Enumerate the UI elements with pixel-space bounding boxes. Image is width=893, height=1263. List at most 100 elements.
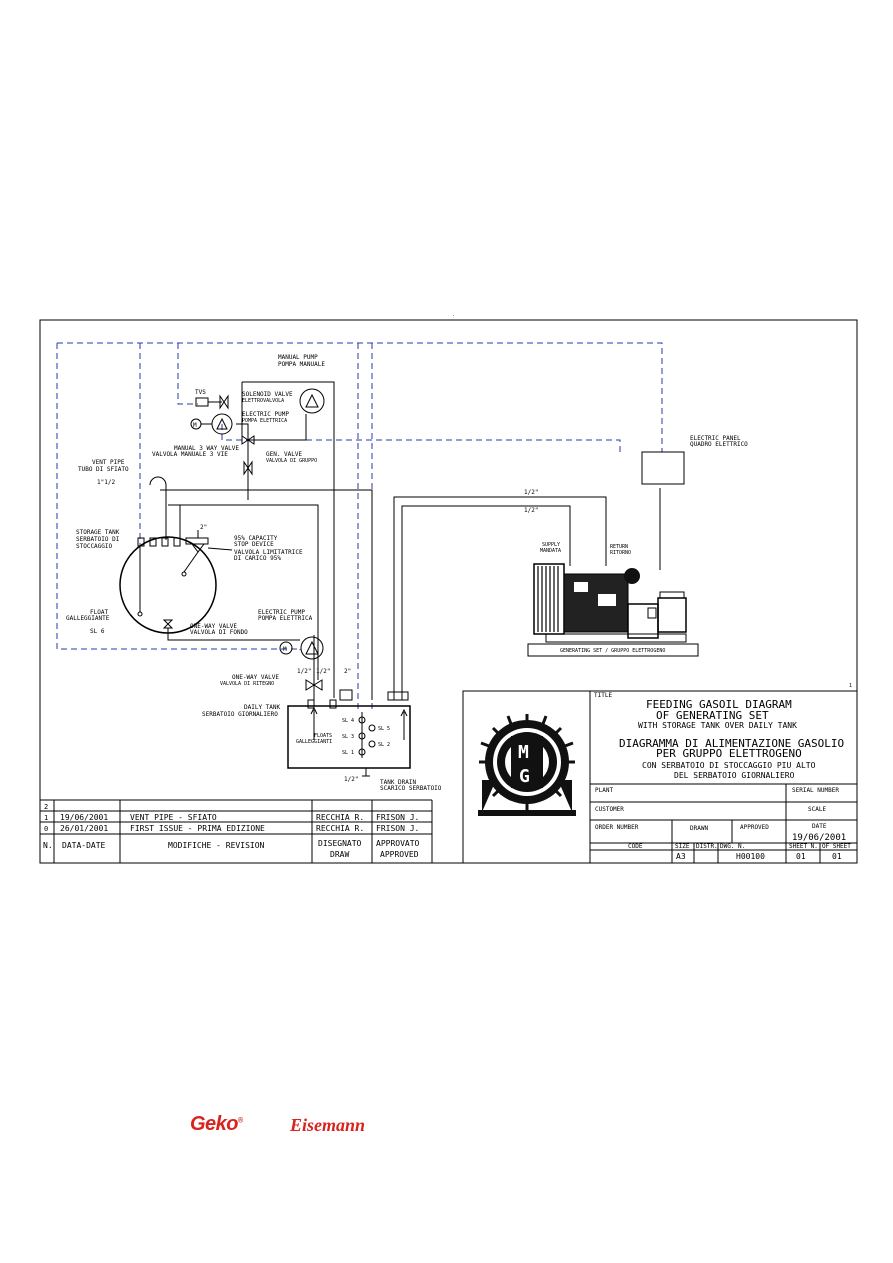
svg-text:VALVOLA DI RITEGNO: VALVOLA DI RITEGNO (220, 681, 274, 687)
vent-pipe-label: TUBO DI SFIATO (78, 466, 129, 473)
generating-set: SUPPLY MANDATA RETURN RITORNO GENERATING… (527, 542, 852, 689)
svg-text:MANUAL PUMP: MANUAL PUMP (278, 354, 318, 361)
svg-text:SL 1: SL 1 (342, 750, 354, 756)
svg-text:GALLEGGIANTE: GALLEGGIANTE (66, 615, 110, 622)
svg-text:MANUAL 3 WAY VALVE: MANUAL 3 WAY VALVE (174, 445, 239, 452)
revision-header: MODIFICHE - REVISION (168, 841, 265, 850)
svg-text:VALVOLA DI GRUPPO: VALVOLA DI GRUPPO (266, 458, 317, 464)
svg-text:SCALE: SCALE (808, 806, 826, 813)
svg-text:RETURN: RETURN (610, 544, 628, 550)
svg-text:ONE-WAY VALVE: ONE-WAY VALVE (232, 674, 279, 681)
drawing-number: H00100 (736, 852, 765, 861)
svg-text:SIZE: SIZE (675, 843, 690, 850)
storage-tank: STORAGE TANK SERBATOIO DI STOCCAGGIO 2" … (66, 524, 303, 636)
svg-text:GALLEGGIANTI: GALLEGGIANTI (296, 739, 332, 745)
revision-header: N. (43, 841, 53, 850)
three-way-valve: MANUAL 3 WAY VALVE VALVOLA MANUALE 3 VIE (152, 435, 255, 458)
revision-row: 1 19/06/2001 VENT PIPE - SFIATO RECCHIA … (44, 813, 419, 822)
svg-text:2": 2" (344, 668, 351, 675)
svg-text:STORAGE TANK: STORAGE TANK (76, 529, 120, 536)
svg-text:FIRST ISSUE - PRIMA EDIZIONE: FIRST ISSUE - PRIMA EDIZIONE (130, 824, 265, 833)
svg-text:FLOAT: FLOAT (90, 609, 108, 616)
drawing-date: 19/06/2001 (792, 833, 846, 843)
title-it: DIAGRAMMA DI ALIMENTAZIONE GASOLIO (619, 737, 844, 750)
svg-text:DWG. N.: DWG. N. (720, 843, 745, 850)
svg-text:SUPPLY: SUPPLY (542, 542, 560, 548)
title-block: TITLE FEEDING GASOIL DIAGRAM OF GENERATI… (462, 690, 858, 864)
svg-text:01: 01 (832, 852, 842, 861)
svg-text:ELECTRIC PANEL: ELECTRIC PANEL (690, 435, 741, 442)
svg-text:RITORNO: RITORNO (610, 550, 631, 556)
gen-valve: GEN. VALVE VALVOLA DI GRUPPO (243, 451, 317, 476)
svg-text:SL 6: SL 6 (90, 628, 105, 635)
electric-pump-bottom: M ELECTRIC PUMP POMPA ELETTRICA (258, 609, 324, 660)
svg-text:1/2": 1/2" (344, 776, 358, 783)
revision-header: DRAW (330, 850, 349, 859)
svg-text:QUADRO ELETTRICO: QUADRO ELETTRICO (690, 441, 748, 448)
svg-text:1: 1 (44, 814, 48, 822)
svg-text:PLANT: PLANT (595, 787, 613, 794)
electric-pump-top: M ELECTRIC PUMP POMPA ELETTRICA (190, 411, 289, 435)
title-it: PER GRUPPO ELETTROGENO (656, 747, 802, 760)
revision-table: 2 1 19/06/2001 VENT PIPE - SFIATO RECCHI… (40, 799, 433, 864)
svg-text:0: 0 (44, 825, 48, 833)
svg-text:95% CAPACITY: 95% CAPACITY (234, 535, 278, 542)
svg-text:SERBATOIO DI: SERBATOIO DI (76, 536, 120, 543)
revision-header: DISEGNATO (318, 839, 362, 848)
solenoid-valve: TVS SOLENOID VALVE ELETTROVALVOLA (195, 389, 293, 410)
svg-text:POMPA ELETTRICA: POMPA ELETTRICA (258, 615, 313, 622)
svg-text:RECCHIA R.: RECCHIA R. (316, 813, 364, 822)
svg-text:DISTR.: DISTR. (696, 843, 718, 850)
pipe-size-label: 1/2" (524, 489, 538, 496)
eisemann-logo: Eisemann (290, 1115, 366, 1135)
svg-text:SERIAL NUMBER: SERIAL NUMBER (792, 787, 839, 794)
svg-text:POMPA ELETTRICA: POMPA ELETTRICA (242, 418, 287, 424)
svg-text:VENT PIPE - SFIATO: VENT PIPE - SFIATO (130, 813, 217, 822)
svg-text:DRAWN: DRAWN (690, 825, 708, 832)
svg-text:DAILY TANK: DAILY TANK (244, 704, 281, 711)
revision-row: 2 (44, 803, 48, 811)
svg-text:19/06/2001: 19/06/2001 (60, 813, 108, 822)
svg-text:STOP DEVICE: STOP DEVICE (234, 541, 274, 548)
electrical-wiring (56, 342, 670, 712)
company-logo: M G (478, 714, 576, 816)
svg-text:FLOATS: FLOATS (314, 733, 332, 739)
svg-text:CUSTOMER: CUSTOMER (595, 806, 624, 813)
vent-pipe-label: VENT PIPE (92, 459, 125, 466)
svg-text:VALVOLA LIMITATRICE: VALVOLA LIMITATRICE (234, 549, 303, 556)
svg-text:SHEET N.: SHEET N. (789, 843, 818, 850)
svg-text:OF SHEET: OF SHEET (822, 843, 851, 850)
svg-text:GEN. VALVE: GEN. VALVE (266, 451, 303, 458)
svg-text:VALVOLA MANUALE 3 VIE: VALVOLA MANUALE 3 VIE (152, 451, 228, 458)
logo-letter: G (519, 766, 530, 787)
svg-text:APPROVED: APPROVED (740, 824, 769, 831)
svg-text:SL 4: SL 4 (342, 718, 354, 724)
svg-text:FRISON J.: FRISON J. (376, 824, 419, 833)
svg-text:SCARICO SERBATOIO: SCARICO SERBATOIO (380, 785, 442, 792)
svg-text:M: M (193, 422, 197, 429)
svg-text:TITLE: TITLE (594, 692, 612, 699)
svg-text:SERBATOIO GIORNALIERO: SERBATOIO GIORNALIERO (202, 711, 278, 718)
svg-text:DI CARICO 95%: DI CARICO 95% (234, 555, 281, 562)
manual-pump: MANUAL PUMP POMPA MANUALE (278, 354, 325, 414)
geko-logo: Geko® (190, 1113, 243, 1135)
svg-text:ELECTRIC PUMP: ELECTRIC PUMP (258, 609, 305, 616)
svg-text:TVS: TVS (195, 389, 206, 396)
svg-text:POMPA MANUALE: POMPA MANUALE (278, 361, 325, 368)
svg-text:FRISON J.: FRISON J. (376, 813, 419, 822)
title-en: WITH STORAGE TANK OVER DAILY TANK (638, 721, 797, 730)
daily-tank: ONE-WAY VALVE VALVOLA DI RITEGNO 1/2" 1/… (202, 668, 442, 792)
title-it: DEL SERBATOIO GIORNALIERO (674, 771, 795, 780)
svg-text:DATE: DATE (812, 823, 827, 830)
svg-text:MANDATA: MANDATA (540, 548, 561, 554)
svg-text:STOCCAGGIO: STOCCAGGIO (76, 543, 113, 550)
svg-text:ELETTROVALVOLA: ELETTROVALVOLA (242, 398, 284, 404)
svg-text:1/2": 1/2" (297, 668, 311, 675)
svg-text:TANK DRAIN: TANK DRAIN (380, 779, 417, 786)
title-en: OF GENERATING SET (656, 709, 769, 722)
revision-header: APPROVATO (376, 839, 420, 848)
svg-text:RECCHIA R.: RECCHIA R. (316, 824, 364, 833)
svg-text:SL 2: SL 2 (378, 742, 390, 748)
svg-text:SOLENOID VALVE: SOLENOID VALVE (242, 391, 293, 398)
